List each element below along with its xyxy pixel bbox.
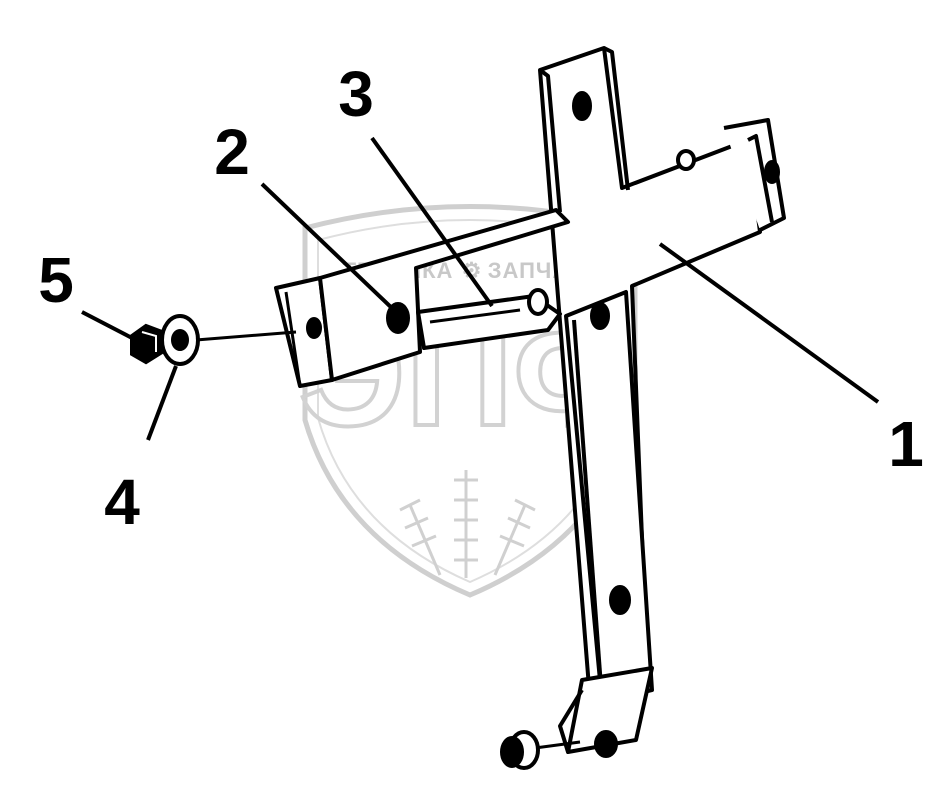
callout-5: 5 <box>38 244 74 316</box>
callout-2: 2 <box>214 116 250 188</box>
washer-part-4 <box>160 314 200 366</box>
nut-part-5 <box>130 323 164 365</box>
callout-1: 1 <box>888 408 924 480</box>
leader-line-5 <box>81 310 133 340</box>
bolt-axis-line <box>195 330 297 342</box>
leader-line-1 <box>658 242 880 404</box>
watermark-gear-icon: ⚙ <box>462 258 483 283</box>
bracket-part-2 <box>274 208 570 388</box>
callout-4: 4 <box>104 466 140 538</box>
leader-line-3 <box>370 136 494 308</box>
leader-line-4 <box>146 365 178 441</box>
leader-lines <box>81 136 880 441</box>
callout-3: 3 <box>338 58 374 130</box>
clamp-part-3 <box>416 288 562 350</box>
bracket-part-1 <box>500 46 786 770</box>
leader-line-2 <box>260 182 398 314</box>
watermark-wheat-icon <box>399 470 536 578</box>
